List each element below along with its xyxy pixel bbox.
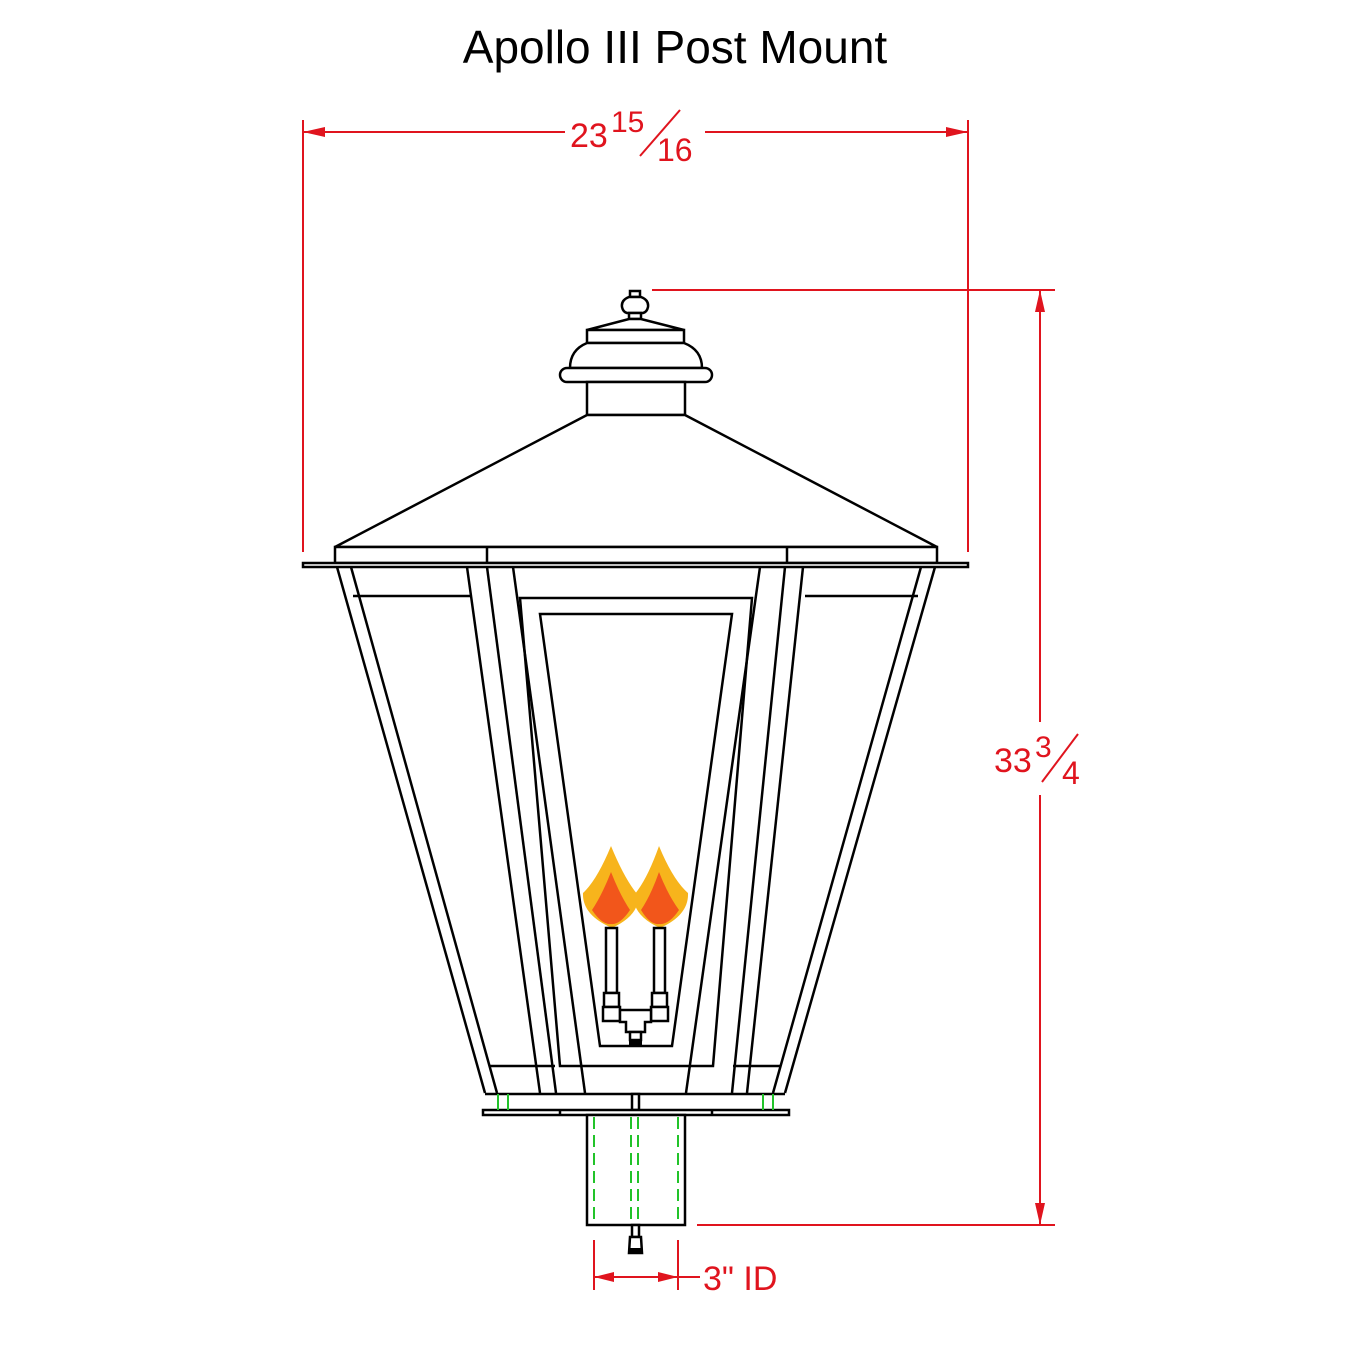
lantern-roof bbox=[301, 413, 970, 569]
gas-valve-icon bbox=[627, 1223, 644, 1255]
flame-icon bbox=[633, 846, 689, 928]
drawing-title: Apollo III Post Mount bbox=[463, 21, 888, 73]
height-dimension: 33 3 4 bbox=[652, 289, 1080, 1226]
width-whole: 23 bbox=[570, 117, 608, 155]
width-dimension: 23 15 16 bbox=[302, 106, 969, 552]
width-denominator: 16 bbox=[657, 132, 693, 168]
post-id-label: 3" ID bbox=[703, 1260, 777, 1298]
lantern-body bbox=[335, 566, 937, 1094]
width-numerator: 15 bbox=[611, 106, 644, 139]
burner-assembly bbox=[582, 846, 689, 1045]
flame-icon bbox=[582, 846, 639, 928]
height-numerator: 3 bbox=[1035, 731, 1052, 764]
post-fitter bbox=[585, 1113, 687, 1255]
height-whole: 33 bbox=[994, 742, 1032, 780]
post-id-dimension: 3" ID bbox=[593, 1240, 777, 1298]
height-denominator: 4 bbox=[1062, 755, 1080, 791]
lantern-base bbox=[481, 1092, 791, 1117]
lantern-cap bbox=[558, 289, 714, 417]
